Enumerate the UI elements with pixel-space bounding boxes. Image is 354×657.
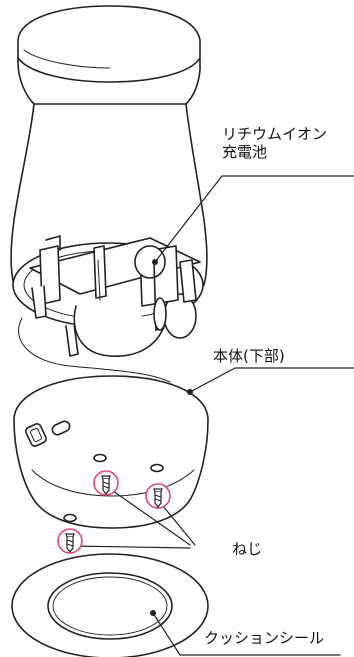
screw-icon (145, 483, 171, 509)
screw-label: ねじ (232, 540, 263, 558)
leader-dots (150, 259, 193, 616)
battery-label: リチウムイオン 充電池 (222, 125, 327, 161)
screw-icon (57, 528, 83, 554)
battery-label-line2: 充電池 (222, 143, 268, 161)
battery-label-line1: リチウムイオン (222, 125, 328, 143)
screw-icon (93, 470, 119, 496)
lower-body (13, 375, 209, 529)
leader-lines (71, 175, 354, 656)
battery-assembly (18, 235, 201, 383)
body-lower-label: 本体(下部) (213, 347, 285, 365)
cushion-seal (11, 553, 209, 657)
cushion-seal-label: クッションシール (204, 629, 325, 647)
